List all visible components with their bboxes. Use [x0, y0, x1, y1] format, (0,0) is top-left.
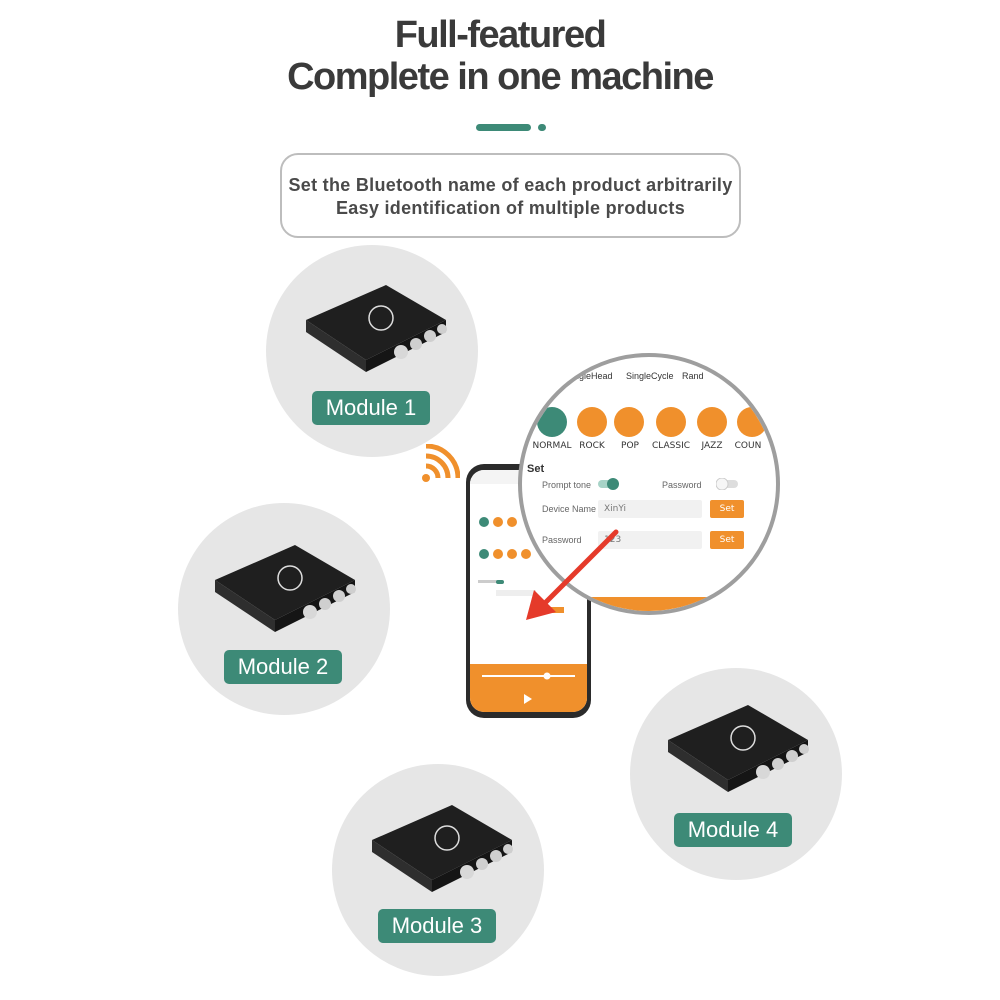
page-title-line1: Full-featured	[394, 14, 607, 56]
subtitle-line1: Set the Bluetooth name of each product a…	[288, 175, 733, 195]
prompt-tone-toggle[interactable]	[598, 478, 620, 490]
password-set-button[interactable]: Set	[710, 531, 744, 549]
password-toggle[interactable]	[716, 478, 740, 490]
zoom-player-bar	[522, 597, 776, 611]
title-divider-dot	[538, 124, 546, 131]
subtitle-box: Set the Bluetooth name of each product a…	[280, 153, 741, 238]
mode-single-cycle[interactable]: SingleCycle	[626, 371, 674, 381]
device-name-set-button[interactable]: Set	[710, 500, 744, 518]
password-toggle-label: Password	[662, 480, 702, 490]
wifi-signal-icon	[422, 444, 460, 482]
mode-random[interactable]: Rand	[682, 371, 704, 381]
amplifier-board-image	[215, 545, 356, 632]
normal-eq-icon[interactable]	[537, 407, 567, 437]
mode-single-head[interactable]: SingleHead	[566, 371, 613, 381]
eq-label-country: COUN	[734, 441, 762, 451]
device-name-field[interactable]: XinYi	[598, 500, 702, 518]
red-arrow-icon	[526, 529, 619, 620]
password-field[interactable]: 123	[598, 531, 702, 549]
page-title-line2: Complete in one machine	[287, 56, 714, 98]
device-name-label: Device Name	[542, 504, 597, 514]
eq-label-jazz: JAZZ	[701, 441, 723, 451]
eq-label-pop: POP	[621, 441, 639, 451]
settings-heading: Set	[527, 463, 545, 475]
password-label: Password	[542, 535, 582, 545]
eq-label-rock: ROCK	[579, 441, 605, 451]
prompt-tone-label: Prompt tone	[542, 480, 592, 490]
module-2-label: Module 2	[224, 650, 342, 684]
amplifier-board-image	[668, 705, 809, 792]
app-settings-zoom: SingleHead SingleCycle Rand NORMAL ROCK …	[518, 353, 780, 615]
title-divider-bar	[476, 124, 531, 131]
subtitle-line2: Easy identification of multiple products	[335, 198, 686, 218]
phone-player-bar	[470, 664, 587, 712]
jazz-eq-icon[interactable]	[697, 407, 727, 437]
rock-eq-icon[interactable]	[577, 407, 607, 437]
amplifier-board-image	[306, 285, 447, 372]
eq-label-normal: NORMAL	[532, 441, 572, 451]
classic-eq-icon[interactable]	[656, 407, 686, 437]
pop-eq-icon[interactable]	[614, 407, 644, 437]
country-eq-icon[interactable]	[737, 407, 767, 437]
module-1-label: Module 1	[312, 391, 430, 425]
eq-label-classic: CLASSIC	[651, 441, 691, 451]
module-4-label: Module 4	[674, 813, 792, 847]
amplifier-board-image	[372, 805, 513, 892]
module-3-label: Module 3	[378, 909, 496, 943]
